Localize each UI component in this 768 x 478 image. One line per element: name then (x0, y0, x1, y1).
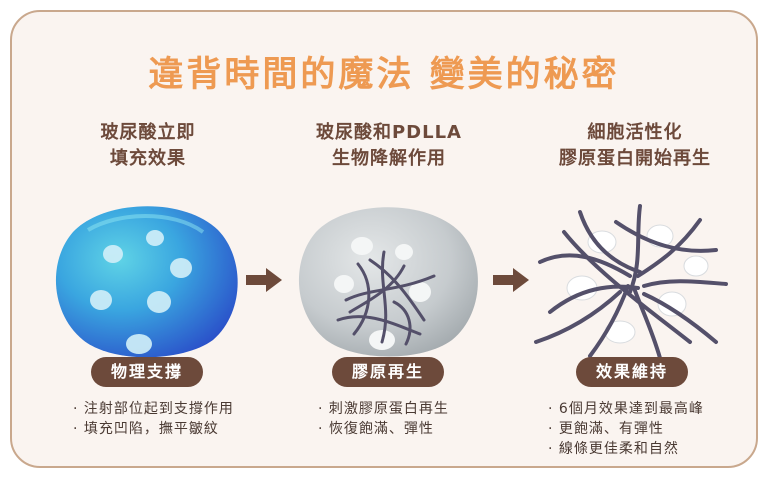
stage-1-pill: 物理支撐 (91, 357, 203, 387)
stage-1-bullet: 注射部位起到支撐作用 (73, 399, 234, 419)
stage-3-pill: 效果維持 (576, 357, 688, 387)
page-title: 違背時間的魔法 變美的秘密 (148, 55, 620, 95)
arrow-right-icon (246, 268, 282, 292)
stage-1-heading-line1: 玻尿酸立即 (100, 122, 196, 143)
collagen-fibers-illustration (534, 204, 728, 360)
stage-2-heading-line2: 生物降解作用 (332, 148, 446, 169)
stage-3: 細胞活性化 膠原蛋白開始再生 (520, 120, 750, 457)
gray-sphere-with-fibers-illustration (298, 207, 478, 357)
stage-1-bullets: 注射部位起到支撐作用 填充凹陷，撫平皺紋 (73, 399, 234, 439)
stage-3-heading: 細胞活性化 膠原蛋白開始再生 (520, 120, 750, 172)
stage-2-pill: 膠原再生 (332, 357, 444, 387)
stage-2-bullet: 恢復飽滿、彈性 (318, 419, 449, 439)
stage-2-heading: 玻尿酸和PDLLA 生物降解作用 (274, 120, 504, 172)
stage-2: 玻尿酸和PDLLA 生物降解作用 (274, 120, 504, 437)
infographic-card: 違背時間的魔法 變美的秘密 玻尿酸立即 填充效果 (10, 10, 758, 468)
stage-3-bullet: 6個月效果達到最高峰 (548, 399, 704, 419)
stage-3-bullet: 線條更佳柔和自然 (548, 439, 704, 459)
arrow-right-icon (493, 268, 529, 292)
stage-3-bullets: 6個月效果達到最高峰 更飽滿、有彈性 線條更佳柔和自然 (548, 399, 704, 459)
stage-1-heading: 玻尿酸立即 填充效果 (33, 120, 263, 172)
stage-1: 玻尿酸立即 填充效果 物理支撐 注 (33, 120, 263, 437)
stage-3-heading-line1: 細胞活性化 (587, 122, 683, 143)
stage-1-heading-line2: 填充效果 (110, 148, 186, 169)
stage-3-heading-line2: 膠原蛋白開始再生 (559, 148, 711, 169)
stage-2-heading-line1: 玻尿酸和PDLLA (315, 122, 462, 143)
blue-filler-sphere-illustration (55, 206, 238, 358)
stage-2-bullets: 刺激膠原蛋白再生 恢復飽滿、彈性 (318, 399, 449, 439)
stage-2-bullet: 刺激膠原蛋白再生 (318, 399, 449, 419)
stage-1-bullet: 填充凹陷，撫平皺紋 (73, 419, 234, 439)
stage-3-bullet: 更飽滿、有彈性 (548, 419, 704, 439)
